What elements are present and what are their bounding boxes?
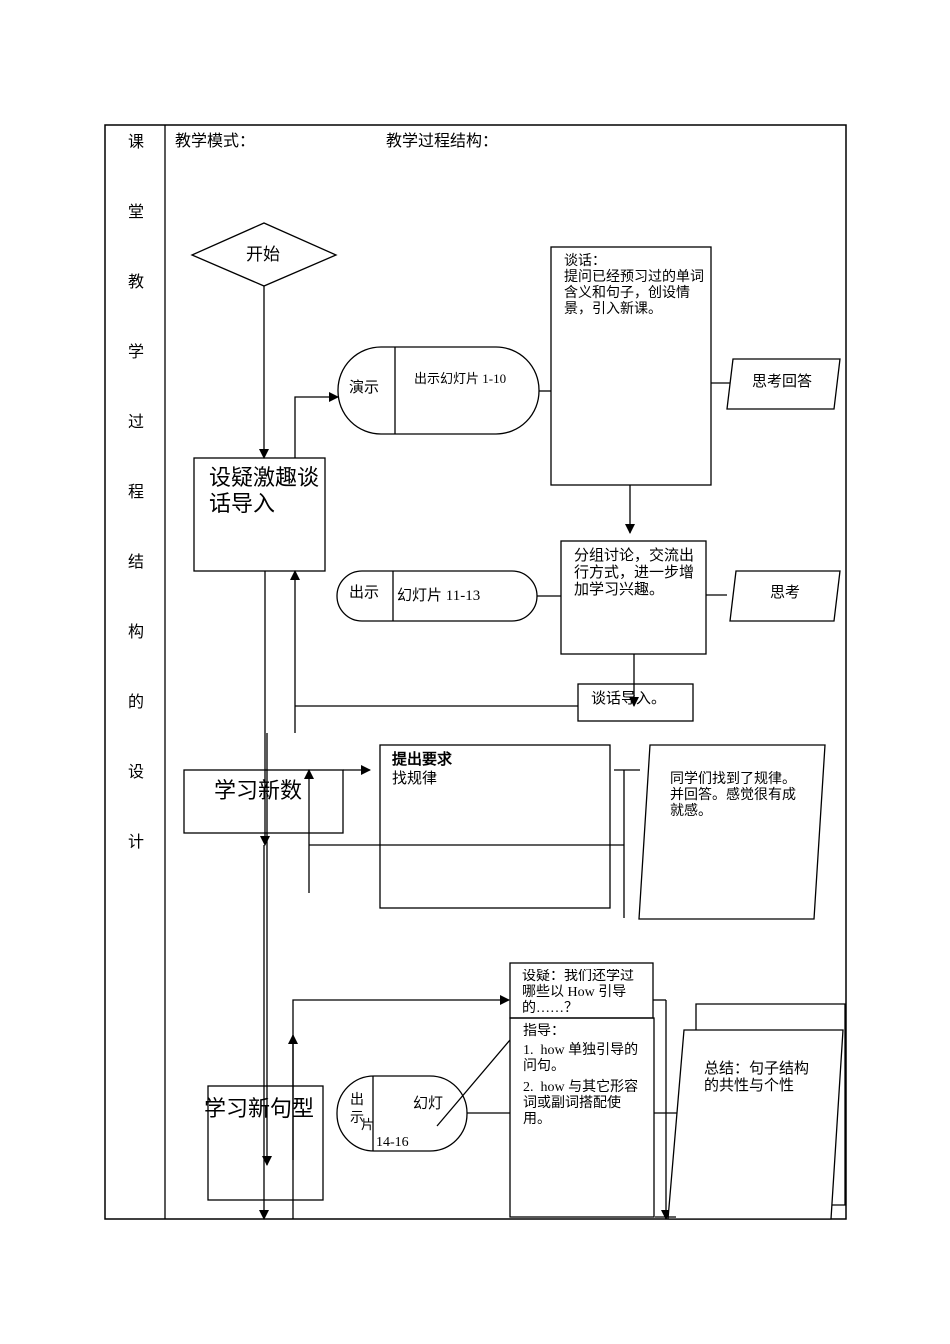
side-title-char: 课 [127, 134, 144, 151]
side-title-char: 程 [127, 484, 144, 501]
side-title-char: 构 [127, 624, 144, 641]
side-title-char: 堂 [127, 204, 144, 221]
requirement-body: 找规律 [392, 771, 438, 787]
question-text: 设疑：我们还学过哪些以 How 引导的……？ [522, 969, 634, 1015]
slides2-label: 幻灯片 11-13 [397, 588, 481, 604]
step2-box [183, 769, 344, 834]
side-title-char: 计 [127, 834, 144, 851]
summary-text: 总结：句子结构的共性与个性 [704, 1061, 810, 1094]
step3-title: 学习新句型 [204, 1096, 315, 1121]
show3-label: 出示 [350, 1093, 364, 1126]
show1-label: 演示 [349, 380, 380, 396]
requirement-box [379, 744, 611, 909]
side-title-char: 结 [127, 554, 144, 571]
talk-intro-label: 谈话导入。 [591, 691, 667, 707]
step1-title: 设疑激趣谈话导入 [209, 465, 320, 516]
side-title-char: 教 [127, 274, 144, 291]
slides1-label: 出示幻灯片 1-10 [414, 371, 507, 386]
think-label: 思考 [770, 585, 801, 601]
table-border [104, 124, 847, 1220]
think-shape [729, 570, 841, 622]
slides3-label-b: 片 [361, 1117, 375, 1132]
step1-box [193, 457, 326, 572]
side-title-char: 设 [127, 764, 144, 781]
summary-shape [667, 1029, 844, 1220]
talk-intro-box [577, 683, 694, 722]
side-title-char: 过 [127, 414, 144, 431]
students-found-shape [638, 744, 826, 920]
step3-box [207, 1085, 324, 1201]
students-found-text: 同学们找到了规律。并回答。感觉很有成就感。 [670, 772, 796, 819]
side-title-char: 学 [127, 344, 144, 361]
guide-title: 指导： [523, 1024, 565, 1039]
start-label: 开始 [246, 245, 280, 264]
think-answer-shape [726, 358, 841, 410]
teaching-mode-label: 教学模式： [175, 133, 256, 150]
guide-item: 1. how 单独引导的问句。 [523, 1043, 639, 1074]
step2-title: 学习新数 [214, 778, 303, 803]
slides3-label-a: 幻灯 [413, 1096, 444, 1112]
guide-box [509, 1017, 655, 1218]
think-answer-label: 思考回答 [752, 374, 813, 390]
group-text: 分组讨论，交流出行方式，进一步增加学习兴趣。 [574, 548, 695, 598]
show2-label: 出示 [349, 585, 380, 601]
guide-item: 2. how 与其它形容词或副词搭配使用。 [523, 1080, 639, 1127]
side-title-char: 的 [127, 694, 144, 711]
teaching-structure-label: 教学过程结构： [386, 133, 499, 150]
talk-text: 谈话： 提问已经预习过的单词含义和句子，创设情景，引入新课。 [564, 254, 704, 317]
talk-box [550, 246, 712, 486]
requirement-title: 提出要求 [392, 752, 453, 768]
slides3-number: 14-16 [376, 1135, 409, 1150]
